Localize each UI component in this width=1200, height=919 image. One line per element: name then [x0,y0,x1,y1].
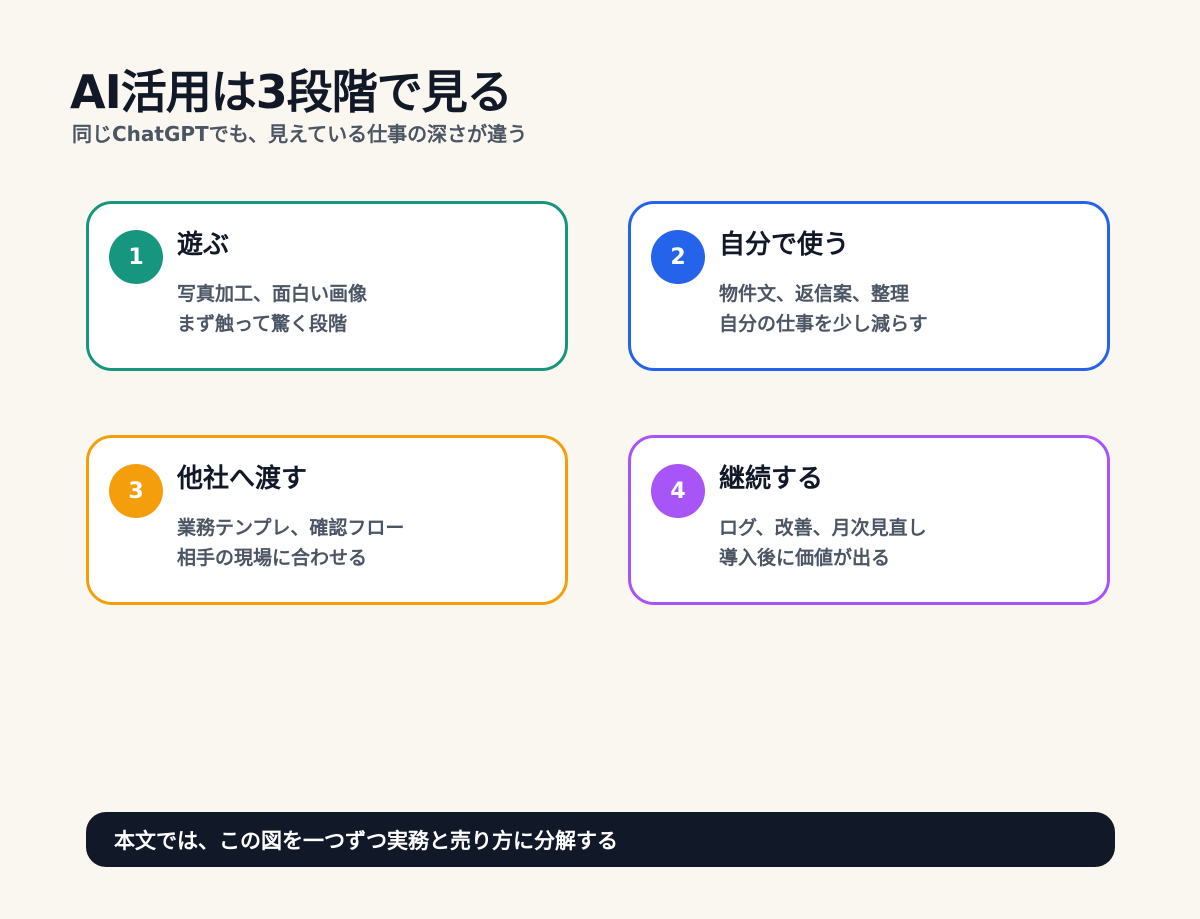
stage-card-1: 1 遊ぶ 写真加工、面白い画像 まず触って驚く段階 [86,201,568,371]
stage-card-4: 4 継続する ログ、改善、月次見直し 導入後に価値が出る [628,435,1110,605]
stage-number-badge: 4 [651,464,705,518]
stage-title: 継続する [719,464,824,494]
page-title: AI活用は3段階で見る [70,65,513,119]
footer-text: 本文では、この図を一つずつ実務と売り方に分解する [114,828,618,853]
stage-title: 自分で使う [719,230,850,260]
stage-title: 他社へ渡す [177,464,308,494]
stage-card-3: 3 他社へ渡す 業務テンプレ、確認フロー 相手の現場に合わせる [86,435,568,605]
stage-number-badge: 2 [651,230,705,284]
stage-number-badge: 1 [109,230,163,284]
stage-description-line1: 写真加工、面白い画像 [177,283,368,305]
stage-description-line1: 業務テンプレ、確認フロー [177,517,405,539]
stage-number-badge: 3 [109,464,163,518]
stage-description-line2: 相手の現場に合わせる [177,547,368,569]
stage-description-line1: 物件文、返信案、整理 [719,283,910,305]
stage-card-2: 2 自分で使う 物件文、返信案、整理 自分の仕事を少し減らす [628,201,1110,371]
stage-description-line1: ログ、改善、月次見直し [719,517,927,539]
stage-description-line2: 導入後に価値が出る [719,547,891,569]
stage-description-line2: まず触って驚く段階 [177,313,348,335]
stage-description-line2: 自分の仕事を少し減らす [719,313,928,335]
stage-title: 遊ぶ [177,230,230,260]
footer-banner: 本文では、この図を一つずつ実務と売り方に分解する [86,812,1115,867]
page-subtitle: 同じChatGPTでも、見えている仕事の深さが違う [72,122,528,146]
